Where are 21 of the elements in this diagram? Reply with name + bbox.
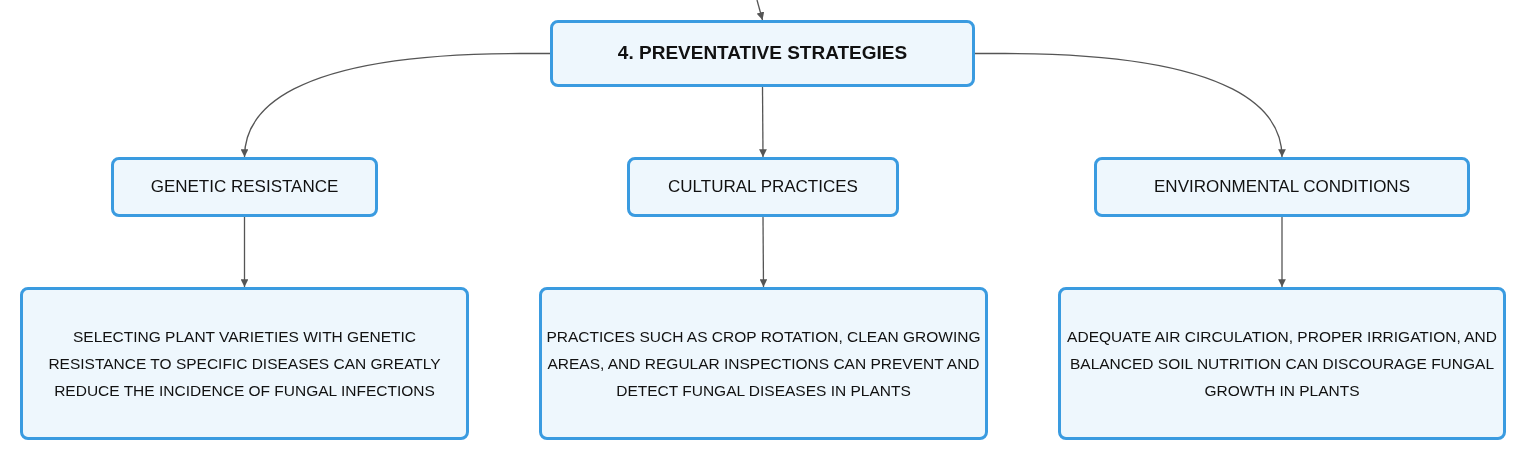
arrow <box>974 52 1286 158</box>
category-box <box>1094 157 1470 217</box>
arrow <box>759 216 768 288</box>
arrow <box>1278 216 1286 288</box>
arrow <box>759 86 767 158</box>
description-text: PRACTICES SUCH AS CROP ROTATION, CLEAN GROWING AREAS, AND REGULAR INSPECTIONS CAN PREVENT AND DETECT FUNGAL DISEASES IN PLANTS <box>546 327 981 401</box>
arrow <box>241 52 551 158</box>
topic-box <box>550 20 975 87</box>
description-box <box>539 287 988 440</box>
arrow <box>756 0 765 21</box>
description-text: ADEQUATE AIR CIRCULATION, PROPER IRRIGATION, AND BALANCED SOIL NUTRITION CAN DISCOURAGE FUNGAL GROWTH IN PLANTS <box>1066 327 1498 401</box>
heading-text: CULTURAL PRACTICES <box>668 176 858 199</box>
arrow <box>240 216 249 288</box>
heading-text: GENETIC RESISTANCE <box>150 176 339 199</box>
description-box <box>1058 287 1506 440</box>
heading-text: 4. PREVENTATIVE STRATEGIES <box>617 41 908 66</box>
description-text: SELECTING PLANT VARIETIES WITH GENETIC RESISTANCE TO SPECIFIC DISEASES CAN GREATLY REDUCE THE INCIDENCE OF FUNGAL INFECTIONS <box>47 327 442 401</box>
category-box <box>111 157 378 217</box>
description-box <box>20 287 469 440</box>
category-box <box>627 157 899 217</box>
heading-text: ENVIRONMENTAL CONDITIONS <box>1154 176 1410 199</box>
